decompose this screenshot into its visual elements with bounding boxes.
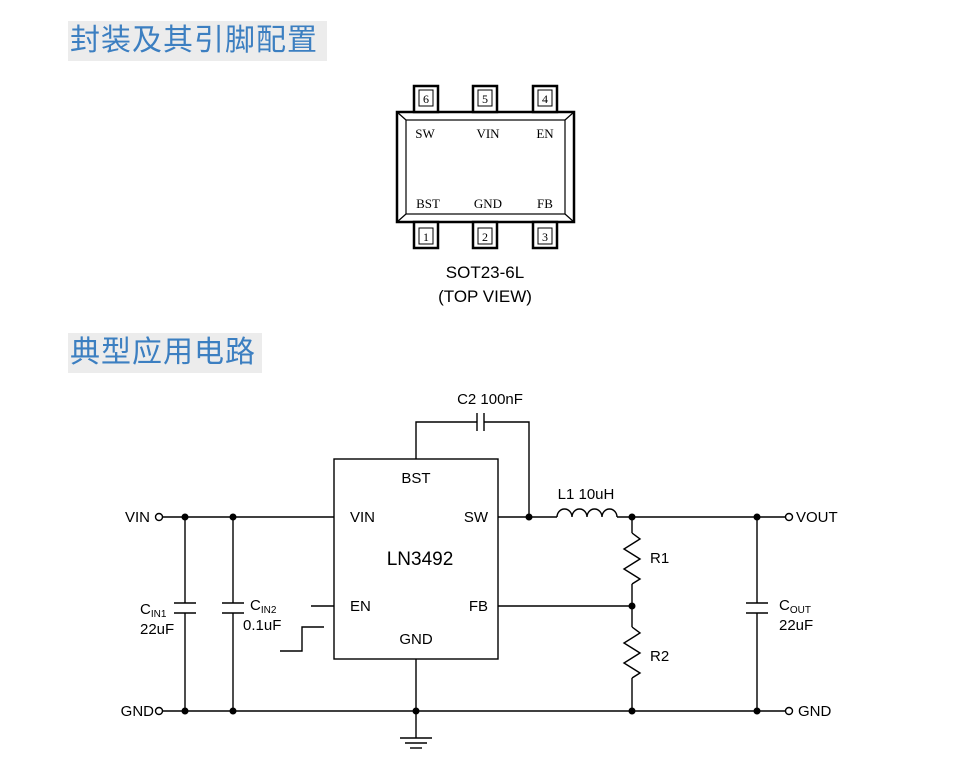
pin-3: 3 [531,220,559,250]
cout-main: C [779,597,790,614]
package-caption-line1: SOT23-6L [446,263,524,282]
pin-4-name: EN [536,126,554,141]
cin2-main: C [250,597,261,614]
package-body [395,110,576,224]
pin-1: 1 [412,220,440,250]
pin-5-number: 5 [482,92,488,106]
r2-label: R2 [650,648,669,665]
gnd-right-terminal [784,706,794,716]
pin-5-name: VIN [476,126,500,141]
cin1-value: 22uF [140,621,174,638]
ic-pin-bst: BST [401,470,430,487]
cin1-label: CIN1 [140,601,167,620]
pin-3-number: 3 [542,230,548,244]
pin-4-number: 4 [542,92,548,106]
vout-terminal [784,512,794,522]
pin-4: 4 [531,84,559,114]
cout-value: 22uF [779,617,813,634]
pin-6-name: SW [415,126,435,141]
cin1-sub: IN1 [151,609,167,620]
cin2-sub: IN2 [261,605,277,616]
ic-pin-en: EN [350,598,371,615]
ic-pin-fb: FB [469,598,488,615]
cout-label: COUT [779,597,811,616]
pin-6-number: 6 [423,92,429,106]
gnd-left-terminal [154,706,164,716]
pin-5: 5 [471,84,499,114]
cout-sub: OUT [790,605,811,616]
ic-pin-gnd: GND [399,631,433,648]
pin-2-name: GND [474,196,502,211]
typical-circuit-heading: 典型应用电路 [68,333,262,373]
cin1-main: C [140,601,151,618]
net-vout: VOUT [796,509,838,526]
net-vin: VIN [125,509,150,526]
pin-1-number: 1 [423,230,429,244]
cin2-label: CIN2 [250,597,277,616]
pin-6: 6 [412,84,440,114]
l1-label: L1 10uH [558,486,615,503]
vin-terminal [154,512,164,522]
pin-3-name: FB [537,196,553,211]
package-caption-line2: (TOP VIEW) [438,287,532,306]
c2-label: C2 100nF [457,391,523,408]
net-gnd-left: GND [121,703,155,720]
net-gnd-right: GND [798,703,832,720]
package-heading: 封装及其引脚配置 [68,21,327,61]
ic-pin-sw: SW [464,509,489,526]
package-body-inner [405,119,566,215]
r1-label: R1 [650,550,669,567]
pin-1-name: BST [416,196,440,211]
ic-name: LN3492 [387,549,454,570]
pin-2-number: 2 [482,230,488,244]
ic-pin-vin: VIN [350,509,375,526]
pin-2: 2 [471,220,499,250]
cin2-value: 0.1uF [243,617,281,634]
